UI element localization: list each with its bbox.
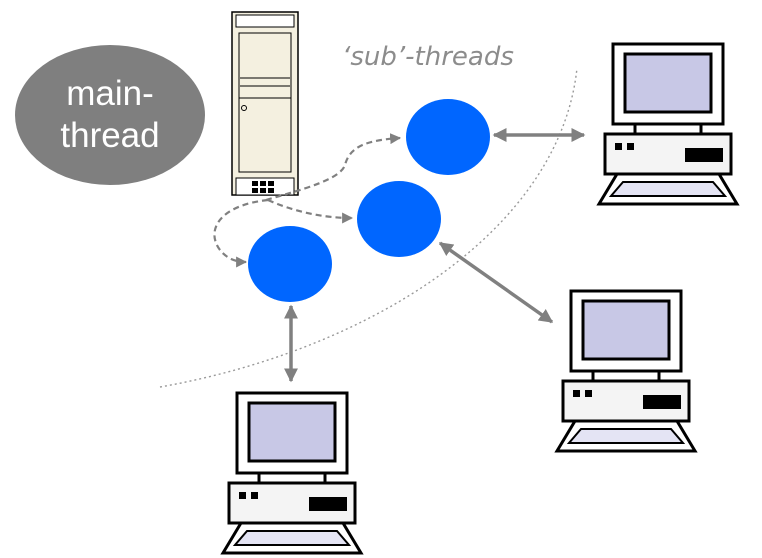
- spawn-arrow-top: [265, 133, 402, 202]
- main-thread-ellipse: [15, 45, 205, 185]
- computer-icon-bottom: [221, 391, 363, 555]
- spawn-arrow-left: [213, 198, 269, 268]
- spawn-arrow-middle: [267, 198, 354, 224]
- computer-icon-right: [555, 289, 697, 453]
- main-thread-label-line1: main-: [66, 74, 154, 113]
- sub-thread-circle-middle: [357, 181, 441, 257]
- sub-thread-circle-left: [248, 226, 332, 302]
- sub-thread-circle-top: [406, 99, 490, 175]
- computer-icon-top-right: [597, 42, 739, 206]
- main-thread-node: main- thread: [15, 45, 205, 185]
- connector-middle-right: [438, 241, 554, 324]
- sub-threads-label: ‘sub’-threads: [342, 42, 514, 72]
- server-icon: [231, 11, 299, 196]
- main-thread-label-line2: thread: [60, 116, 159, 155]
